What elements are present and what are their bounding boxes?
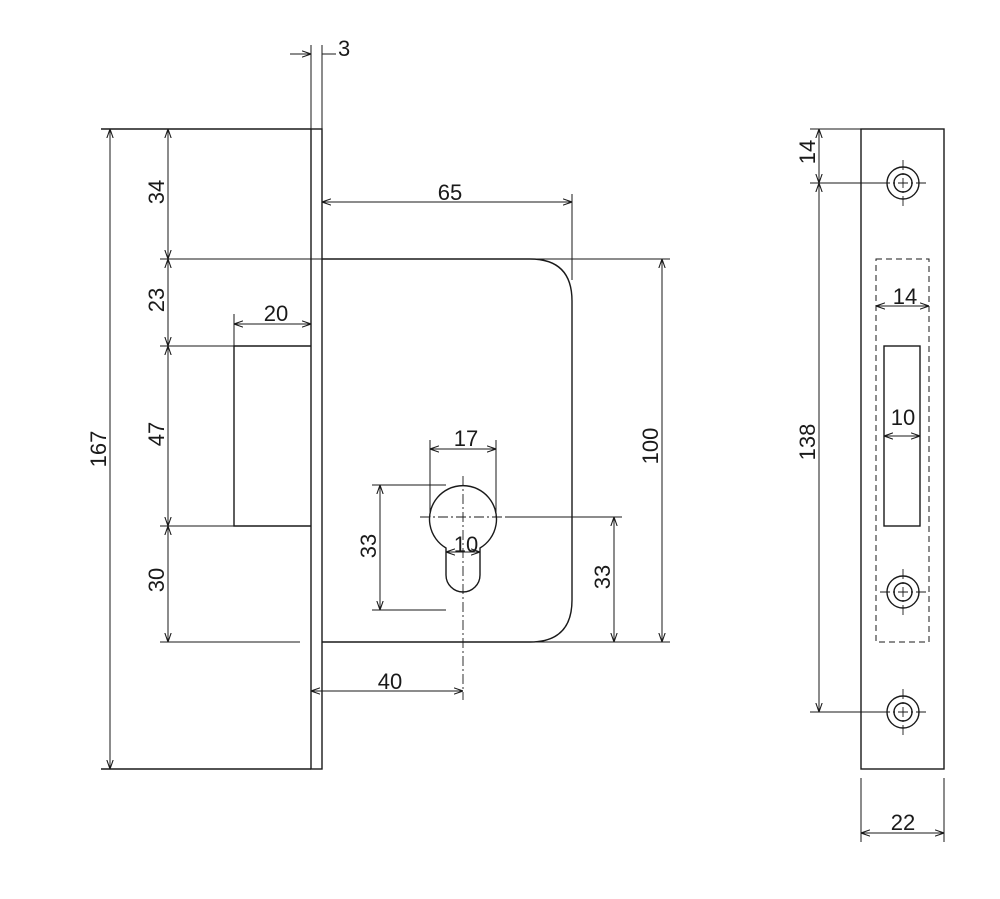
dim-top-offset: 34 — [144, 180, 169, 204]
dim-backset: 40 — [378, 669, 402, 694]
dim-cylinder-center-height: 33 — [590, 565, 615, 589]
dim-bolt-throw: 20 — [264, 301, 288, 326]
dim-bolt-height: 47 — [144, 422, 169, 446]
bolt-outline — [233, 345, 311, 527]
strike-plate-outline — [860, 128, 945, 770]
dim-bolt-offset: 23 — [144, 288, 169, 312]
lock-case-outline — [322, 258, 573, 643]
dim-strike-slot-frame: 14 — [893, 284, 917, 309]
dim-backset-depth: 65 — [438, 180, 462, 205]
strike-pocket-dashed — [875, 258, 930, 643]
dim-strike-slot-width: 10 — [891, 405, 915, 430]
dim-bottom-gap: 30 — [144, 568, 169, 592]
faceplate — [310, 128, 323, 770]
dim-cylinder-slot: 10 — [454, 532, 478, 557]
screw-hole-middle — [880, 569, 926, 615]
dim-cylinder-width: 17 — [454, 426, 478, 451]
front-view: 3 167 34 23 47 30 20 65 100 33 33 17 — [86, 36, 670, 770]
dim-strike-width: 22 — [891, 810, 915, 835]
dim-overall-height: 167 — [86, 431, 111, 468]
dim-plate-thickness: 3 — [338, 36, 350, 61]
screw-hole-top — [880, 160, 926, 206]
dim-strike-top-offset: 14 — [795, 140, 820, 164]
dim-screw-spacing: 138 — [795, 424, 820, 461]
screw-hole-bottom — [880, 689, 926, 735]
strike-plate-view: 14 138 14 10 22 — [795, 128, 945, 842]
dim-case-height: 100 — [638, 428, 663, 465]
dim-cylinder-height: 33 — [356, 534, 381, 558]
